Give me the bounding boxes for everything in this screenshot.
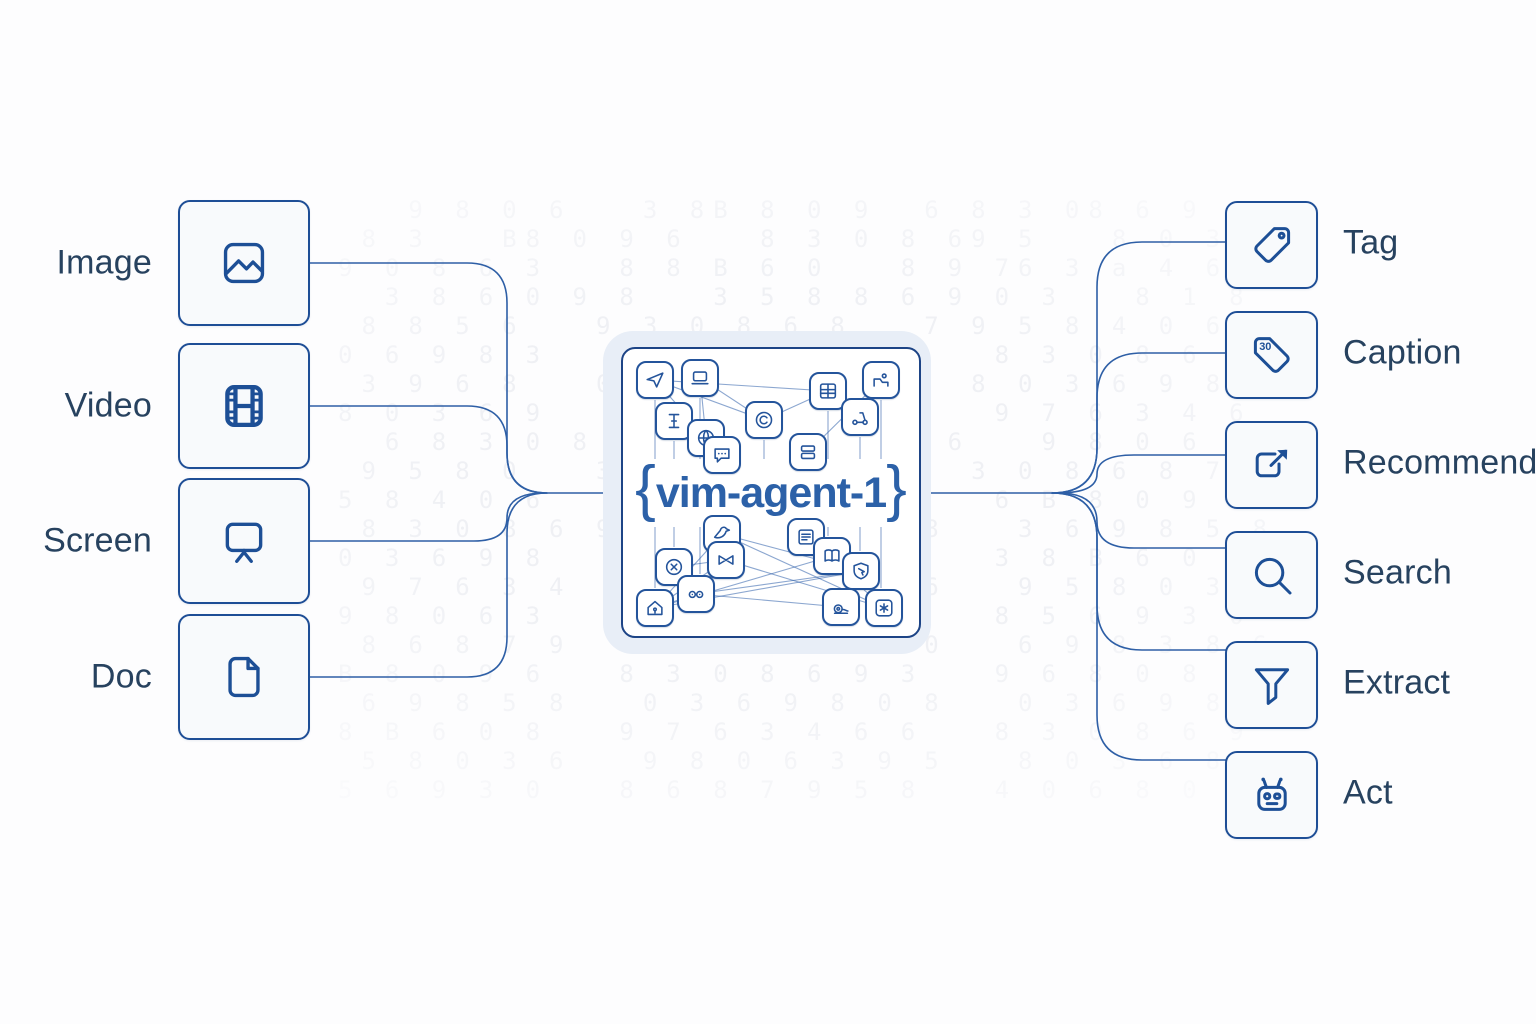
center-tile-send-icon	[636, 361, 674, 399]
search-icon	[1254, 557, 1291, 595]
agent-title-brace-close: }	[886, 454, 907, 523]
center-tile-masks-icon	[677, 575, 715, 613]
output-label-recommend: Recommend	[1343, 443, 1536, 482]
agent-network-lines	[628, 377, 914, 609]
output-node-search	[1225, 531, 1318, 619]
center-tile-chat-icon	[703, 436, 741, 474]
connector-screen	[309, 492, 545, 542]
output-node-recommend	[1225, 421, 1318, 509]
center-tile-asterisk-icon	[865, 589, 903, 627]
output-node-tag	[1225, 201, 1318, 289]
connector-caption	[1051, 352, 1228, 494]
agent-title-band	[628, 459, 914, 527]
connector-search	[1057, 492, 1228, 549]
center-tile-scooter-icon	[841, 398, 879, 436]
connector-image	[309, 262, 607, 494]
agent-title-brace-open: {	[635, 454, 656, 523]
input-label-screen: Screen	[43, 521, 152, 560]
doc-icon	[228, 656, 260, 698]
screen-icon	[225, 522, 263, 563]
center-tile-table-icon	[809, 372, 847, 410]
connector-act	[1051, 492, 1228, 761]
output-label-caption: Caption	[1343, 333, 1462, 372]
act-robot-icon	[1256, 777, 1287, 811]
input-label-doc: Doc	[90, 657, 152, 696]
output-label-search: Search	[1343, 553, 1452, 592]
center-tile-copyright-icon	[745, 401, 783, 439]
video-icon	[225, 384, 263, 428]
image-icon	[223, 242, 265, 284]
output-label-extract: Extract	[1343, 663, 1451, 702]
output-node-act	[1225, 751, 1318, 839]
output-label-tag: Tag	[1343, 223, 1399, 262]
connector-recommend	[1057, 454, 1228, 494]
tag-icon	[1253, 227, 1290, 263]
center-tile-laptop-icon	[681, 359, 719, 397]
output-node-caption: 30	[1225, 311, 1318, 399]
input-node-doc	[178, 614, 310, 740]
input-node-screen	[178, 478, 310, 604]
center-tile-workstation-icon	[862, 361, 900, 399]
center-tile-home-lock-icon	[636, 589, 674, 627]
center-tile-bowtie-icon	[707, 541, 745, 579]
agent-title-text: vim-agent-1	[655, 468, 887, 517]
input-node-image	[178, 200, 310, 326]
center-tile-cards-icon	[789, 433, 827, 471]
caption-tag-icon: 30	[1253, 337, 1290, 373]
connector-doc	[309, 492, 548, 678]
input-node-video	[178, 343, 310, 469]
recommend-icon	[1255, 449, 1287, 478]
input-label-video: Video	[64, 386, 152, 425]
connector-extract	[1051, 492, 1228, 651]
output-label-act: Act	[1343, 773, 1393, 812]
center-tile-shield-icon	[842, 552, 880, 590]
input-label-image: Image	[56, 243, 152, 282]
extract-funnel-icon	[1254, 668, 1289, 705]
agent-title: { vim-agent-1 }	[626, 458, 916, 528]
connector-video	[309, 405, 548, 494]
output-node-extract	[1225, 641, 1318, 729]
center-tile-snail-icon	[822, 588, 860, 626]
caption-tag-number: 30	[1259, 341, 1271, 353]
